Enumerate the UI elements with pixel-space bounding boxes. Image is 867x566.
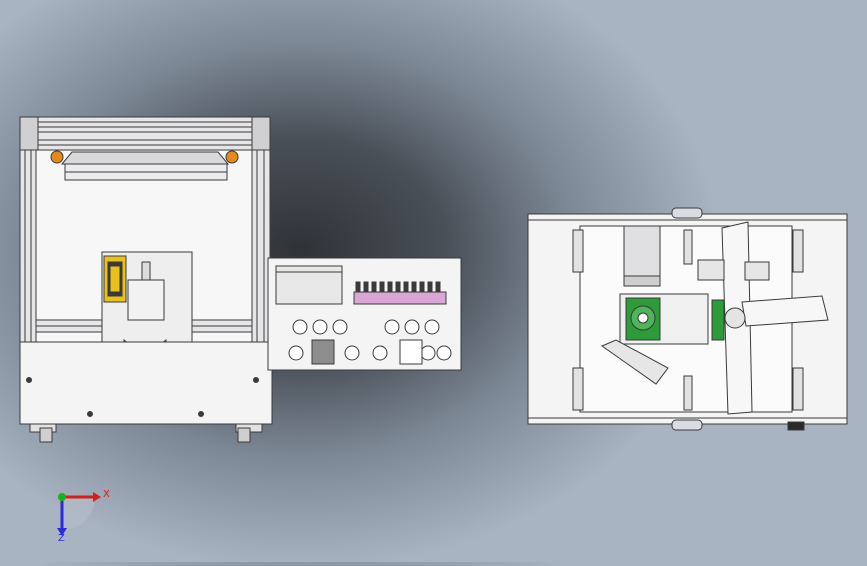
left-post — [19, 149, 37, 343]
front-view[interactable] — [19, 116, 273, 443]
connector-row-top — [292, 319, 440, 335]
aux-pcb — [711, 299, 725, 341]
rotor-hub — [724, 307, 746, 329]
terminal-pins — [355, 281, 441, 293]
top-fixture-hood — [60, 151, 230, 165]
orange-indicator-left — [50, 150, 64, 164]
shaft — [141, 261, 151, 281]
connector-block-right — [399, 339, 423, 365]
corner-bracket-left — [19, 116, 39, 151]
corner-bracket-right — [251, 116, 271, 151]
wheel-bottom — [671, 419, 703, 431]
angled-sensor — [600, 339, 669, 385]
connector-row-bottom — [288, 345, 452, 361]
side-panel-view[interactable] — [267, 257, 462, 371]
lower-box — [19, 341, 273, 425]
right-post — [251, 149, 271, 343]
motor-cylinder — [623, 225, 661, 281]
wheel-top — [671, 207, 703, 219]
terminal-header — [353, 291, 447, 305]
x-axis-label: X — [103, 489, 110, 500]
z-axis-label: Z — [58, 533, 65, 544]
switch-block — [787, 421, 805, 431]
coordinate-triad: X Z — [57, 489, 110, 544]
top-view[interactable] — [527, 207, 848, 431]
bracket-block — [127, 279, 165, 321]
orange-indicator-right — [225, 150, 239, 164]
connector-block-left — [311, 339, 335, 365]
